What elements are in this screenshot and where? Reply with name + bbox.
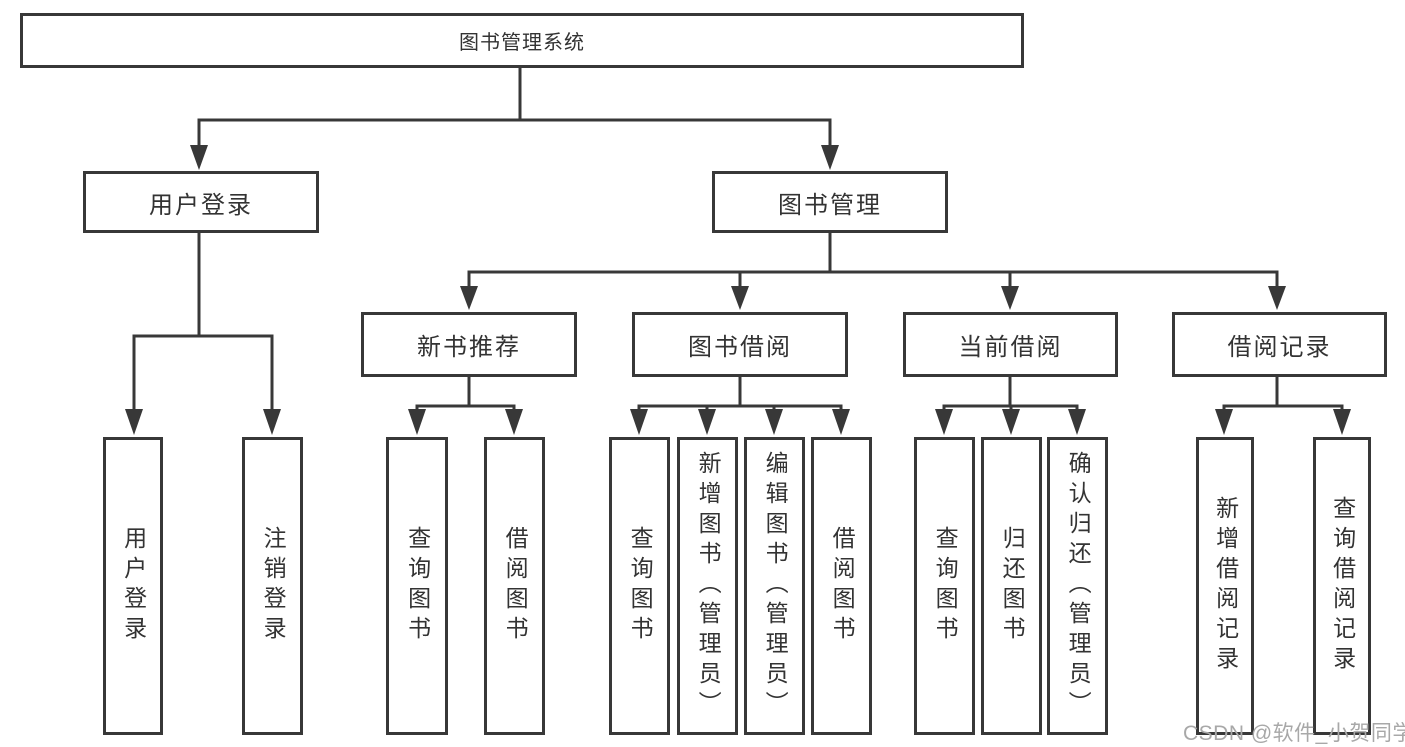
node-book-borrow: 图书借阅 — [632, 312, 848, 377]
leaf-newbook-query-books: 查询图书 — [386, 437, 448, 735]
node-new-book-recommend: 新书推荐 — [361, 312, 577, 377]
node-borrow-records: 借阅记录 — [1172, 312, 1387, 377]
leaf-record-add-record: 新增借阅记录 — [1196, 437, 1254, 735]
arrowheads — [125, 145, 1351, 435]
leaf-borrow-edit-books-admin: 编辑图书（管理员） — [744, 437, 805, 735]
leaf-current-return-books: 归还图书 — [981, 437, 1042, 735]
leaf-newbook-borrow-books: 借阅图书 — [484, 437, 545, 735]
node-user-login: 用户登录 — [83, 171, 319, 233]
leaf-logout: 注销登录 — [242, 437, 303, 735]
watermark: CSDN @软件_小贺同学 — [1183, 722, 1405, 745]
leaf-borrow-query-books: 查询图书 — [609, 437, 670, 735]
leaf-borrow-borrow-books: 借阅图书 — [811, 437, 872, 735]
node-book-management: 图书管理 — [712, 171, 948, 233]
leaf-user-login: 用户登录 — [103, 437, 163, 735]
leaf-current-query-books: 查询图书 — [914, 437, 975, 735]
leaf-record-query-record: 查询借阅记录 — [1313, 437, 1371, 735]
leaf-borrow-add-books-admin: 新增图书（管理员） — [677, 437, 738, 735]
node-root: 图书管理系统 — [20, 13, 1024, 68]
node-current-borrow: 当前借阅 — [903, 312, 1118, 377]
leaf-current-confirm-return-admin: 确认归还（管理员） — [1047, 437, 1108, 735]
